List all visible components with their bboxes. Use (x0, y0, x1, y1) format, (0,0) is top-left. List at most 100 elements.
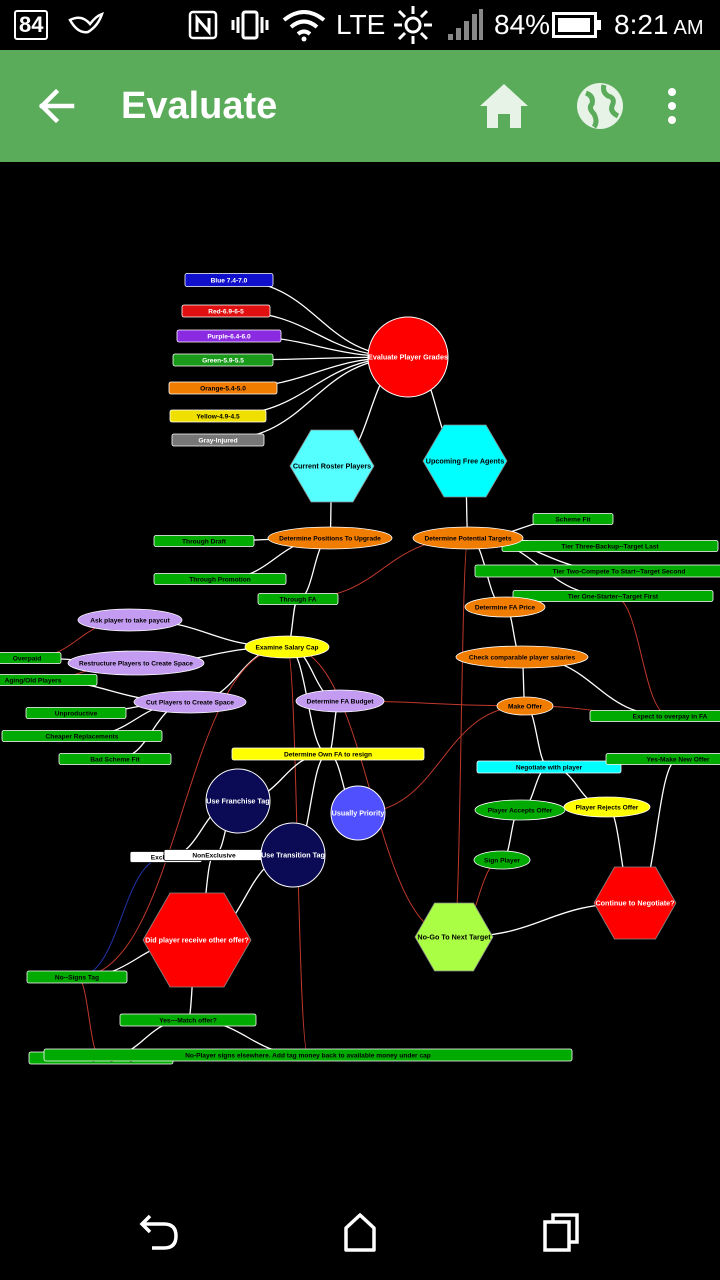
node-overpay[interactable]: Expect to overpay in FA (589, 710, 720, 722)
node-throughfa[interactable]: Through FA (257, 593, 339, 605)
node-purple[interactable]: Purple-6.4-6.0 (176, 329, 282, 343)
node-label: Tier Three-Backup--Target Last (561, 544, 659, 551)
overflow-menu-button[interactable] (658, 80, 686, 132)
nav-home-button[interactable] (338, 1210, 382, 1254)
node-shape (172, 353, 274, 367)
globe-icon (577, 83, 623, 129)
node-nonexclusive[interactable]: NonExclusive (163, 849, 265, 861)
node-restructure[interactable]: Restructure Players to Create Space (67, 650, 205, 676)
recents-icon (543, 1213, 579, 1252)
node-draft[interactable]: Through Draft (153, 535, 255, 547)
node-label: Tier One-Starter--Target First (568, 594, 659, 601)
node-cheaper[interactable]: Cheaper Replacements (1, 730, 163, 742)
overflow-menu-icon (668, 88, 676, 124)
node-label: Overpaid (13, 656, 42, 663)
node-shape (605, 753, 720, 765)
node-label: Green-5.9-5.5 (202, 358, 244, 365)
node-shape (0, 652, 62, 664)
node-label: Through Promotion (189, 577, 251, 584)
node-shape (289, 429, 375, 503)
node-makeoffer[interactable]: Make Offer (496, 696, 554, 716)
signal-icon (446, 0, 484, 50)
node-continue[interactable]: Continue to Negotiate? (593, 866, 677, 940)
node-label: Did player receive other offer? (145, 936, 249, 945)
notification-count-badge: 84 (14, 0, 49, 50)
nav-recents-button[interactable] (540, 1210, 584, 1254)
clock-time: 8:21 (614, 9, 669, 40)
node-evaluate[interactable]: Evaluate Player Grades (367, 316, 449, 398)
node-upcoming[interactable]: Upcoming Free Agents (422, 424, 508, 498)
node-label: Cheaper Replacements (46, 734, 119, 741)
app-bar: Evaluate (0, 50, 720, 162)
node-shape (43, 1048, 573, 1062)
node-shape (474, 564, 720, 578)
node-faprice[interactable]: Determine FA Price (464, 596, 546, 618)
node-gray[interactable]: Gray-Injured (171, 433, 265, 447)
node-shape (260, 822, 326, 888)
node-red[interactable]: Red-6.9-6-5 (181, 304, 271, 318)
node-unproductive[interactable]: Unproductive (25, 707, 127, 719)
node-accepts[interactable]: Player Accepts Offer (474, 799, 566, 821)
node-shape (422, 424, 508, 498)
node-shape (473, 850, 531, 870)
node-shape (295, 689, 385, 713)
node-blue[interactable]: Blue 7.4-7.0 (184, 273, 274, 287)
node-tier1[interactable]: Tier One-Starter--Target First (512, 590, 714, 602)
node-sign[interactable]: Sign Player (473, 850, 531, 870)
node-scheme[interactable]: Scheme Fit (532, 513, 614, 525)
node-tier2[interactable]: Tier Two-Compete To Start--Target Second (474, 564, 720, 578)
home-icon (480, 84, 528, 128)
node-shape (153, 535, 255, 547)
node-label: Usually Priority (332, 809, 385, 818)
node-transition[interactable]: Use Transition Tag (260, 822, 326, 888)
node-paycut[interactable]: Ask player to take paycut (77, 608, 183, 632)
node-fabudget[interactable]: Determine FA Budget (295, 689, 385, 713)
node-franchise[interactable]: Use Franchise Tag (205, 768, 271, 834)
node-yesnew[interactable]: Yes-Make New Offer (605, 753, 720, 765)
node-nogo[interactable]: No-Go To Next Target (414, 902, 494, 972)
node-shape (367, 316, 449, 398)
node-label: Yes-Make New Offer (646, 757, 709, 764)
node-salarycap[interactable]: Examine Salary Cap (244, 635, 330, 659)
node-shape (414, 902, 494, 972)
node-overpaid[interactable]: Overpaid (0, 652, 62, 664)
node-promotion[interactable]: Through Promotion (153, 573, 287, 585)
node-label: Tier Two-Compete To Start--Target Second (553, 569, 686, 576)
node-yesmatch[interactable]: Yes---Match offer? (119, 1013, 257, 1027)
node-cut[interactable]: Cut Players to Create Space (133, 690, 247, 714)
node-label: No-Player signs elsewhere. Add tag money… (185, 1053, 431, 1060)
globe-button[interactable] (574, 80, 626, 132)
node-label: Through FA (280, 597, 317, 604)
diagram-nodes: Blue 7.4-7.0Red-6.9-6-5Purple-6.4-6.0Gre… (0, 273, 720, 1065)
node-green[interactable]: Green-5.9-5.5 (172, 353, 274, 367)
clock: 8:21 AM (614, 0, 704, 50)
node-tier3[interactable]: Tier Three-Backup--Target Last (501, 540, 719, 552)
back-button[interactable] (30, 80, 82, 132)
node-badscheme[interactable]: Bad Scheme Fit (58, 753, 172, 765)
node-label: Determine Positions To Upgrade (279, 536, 381, 543)
nav-back-button[interactable] (136, 1210, 182, 1254)
node-upgrade[interactable]: Determine Positions To Upgrade (267, 526, 393, 550)
node-targets[interactable]: Determine Potential Targets (412, 526, 524, 550)
node-priority[interactable]: Usually Priority (330, 785, 386, 841)
node-rejects[interactable]: Player Rejects Offer (563, 796, 651, 818)
node-yellow[interactable]: Yellow-4.9-4.5 (169, 409, 267, 423)
edge-makeoffer-to-priority (357, 705, 526, 814)
home-button[interactable] (476, 80, 532, 132)
node-orange[interactable]: Orange-5.4-5.0 (168, 381, 278, 395)
node-roster[interactable]: Current Roster Players (289, 429, 375, 503)
node-label: Restructure Players to Create Space (79, 661, 193, 668)
node-noelse[interactable]: No-Player signs elsewhere. Add tag money… (43, 1048, 573, 1062)
node-label: Purple-6.4-6.0 (207, 334, 251, 341)
node-shape (496, 696, 554, 716)
node-othoffer[interactable]: Did player receive other offer? (142, 892, 252, 988)
node-label: NonExclusive (192, 853, 236, 860)
node-negotiate[interactable]: Negotiate with player (476, 760, 622, 774)
node-aging[interactable]: Aging/Old Players (0, 674, 98, 686)
mind-map-diagram[interactable]: Blue 7.4-7.0Red-6.9-6-5Purple-6.4-6.0Gre… (0, 162, 720, 1180)
node-comparable[interactable]: Check comparable player salaries (455, 645, 589, 669)
node-label: Use Transition Tag (261, 851, 325, 860)
node-nosigns[interactable]: No--Signs Tag (26, 970, 128, 984)
node-ownfa[interactable]: Determine Own FA to resign (231, 747, 425, 761)
